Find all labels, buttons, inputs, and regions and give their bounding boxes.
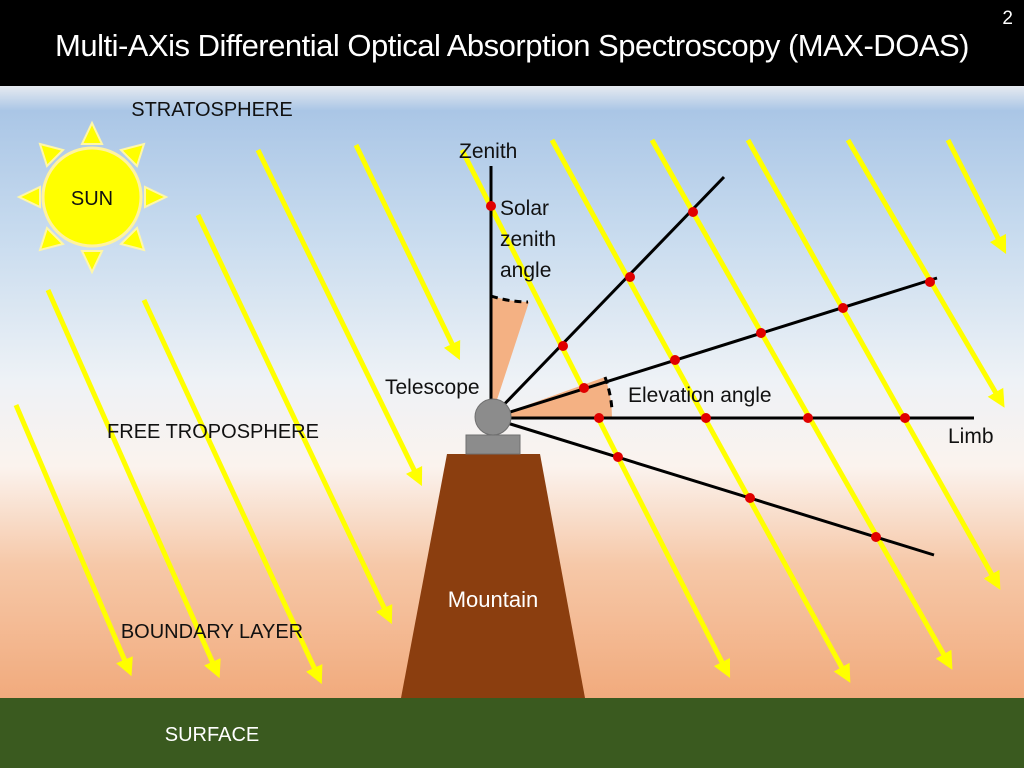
scattering-point (594, 413, 604, 423)
elevation-angle-arc (603, 376, 614, 411)
slide-title: Multi-AXis Differential Optical Absorpti… (55, 28, 969, 63)
page-number: 2 (1002, 8, 1013, 29)
viewing-line (489, 175, 726, 420)
free-troposphere-label: FREE TROPOSPHERE (107, 421, 319, 443)
scattering-point (486, 201, 496, 211)
scattering-point (745, 493, 755, 503)
sunlight-ray (945, 138, 1007, 255)
elevation-angle-label: Elevation angle (628, 384, 772, 407)
scattering-point (688, 207, 698, 217)
sunlight-ray (195, 213, 393, 625)
sunlight-ray (353, 143, 461, 361)
viewing-directions (489, 166, 974, 557)
scattering-point (900, 413, 910, 423)
sun-label: SUN (71, 188, 113, 210)
solar-zenith-angle-label-line2: zenith (500, 228, 556, 251)
sunlight-ray (845, 138, 1005, 408)
sunlight-ray (649, 138, 953, 670)
stratosphere-label: STRATOSPHERE (131, 99, 293, 121)
solar-zenith-angle-label-line3: angle (500, 259, 551, 282)
scattering-point (701, 413, 711, 423)
boundary-layer-label: BOUNDARY LAYER (121, 621, 303, 643)
solar-zenith-angle-wedge (491, 296, 529, 418)
sunlight-ray (255, 148, 423, 487)
scattering-points (486, 201, 935, 542)
scattering-point (925, 277, 935, 287)
limb-label: Limb (948, 425, 994, 448)
viewing-line (490, 276, 938, 420)
sunlight-rays (13, 138, 1007, 685)
surface-label: SURFACE (165, 724, 259, 746)
scattering-point (558, 341, 568, 351)
scattering-point (871, 532, 881, 542)
solar-zenith-angle-label-line1: Solar (500, 197, 549, 220)
telescope-label: Telescope (385, 376, 480, 399)
zenith-label: Zenith (459, 140, 517, 163)
sun-icon (16, 120, 169, 275)
scattering-point (613, 452, 623, 462)
scattering-point (625, 272, 635, 282)
viewing-line-downward (490, 416, 935, 557)
scattering-point (838, 303, 848, 313)
max-doas-diagram: SUN Mountain SURFACE (0, 86, 1024, 768)
sunlight-ray (45, 288, 221, 679)
sunlight-ray (141, 298, 323, 685)
mountain-label: Mountain (448, 587, 539, 612)
surface-ground (0, 698, 1024, 768)
mountain (401, 454, 585, 698)
scattering-point (803, 413, 813, 423)
telescope-icon (465, 398, 521, 455)
sunlight-ray (13, 404, 133, 677)
scattering-point (579, 383, 589, 393)
scattering-point (756, 328, 766, 338)
scattering-point (670, 355, 680, 365)
sunlight-ray (549, 138, 851, 683)
solar-zenith-arc (490, 294, 529, 304)
title-bar: Multi-AXis Differential Optical Absorpti… (0, 0, 1024, 86)
sunlight-ray (745, 138, 1001, 590)
